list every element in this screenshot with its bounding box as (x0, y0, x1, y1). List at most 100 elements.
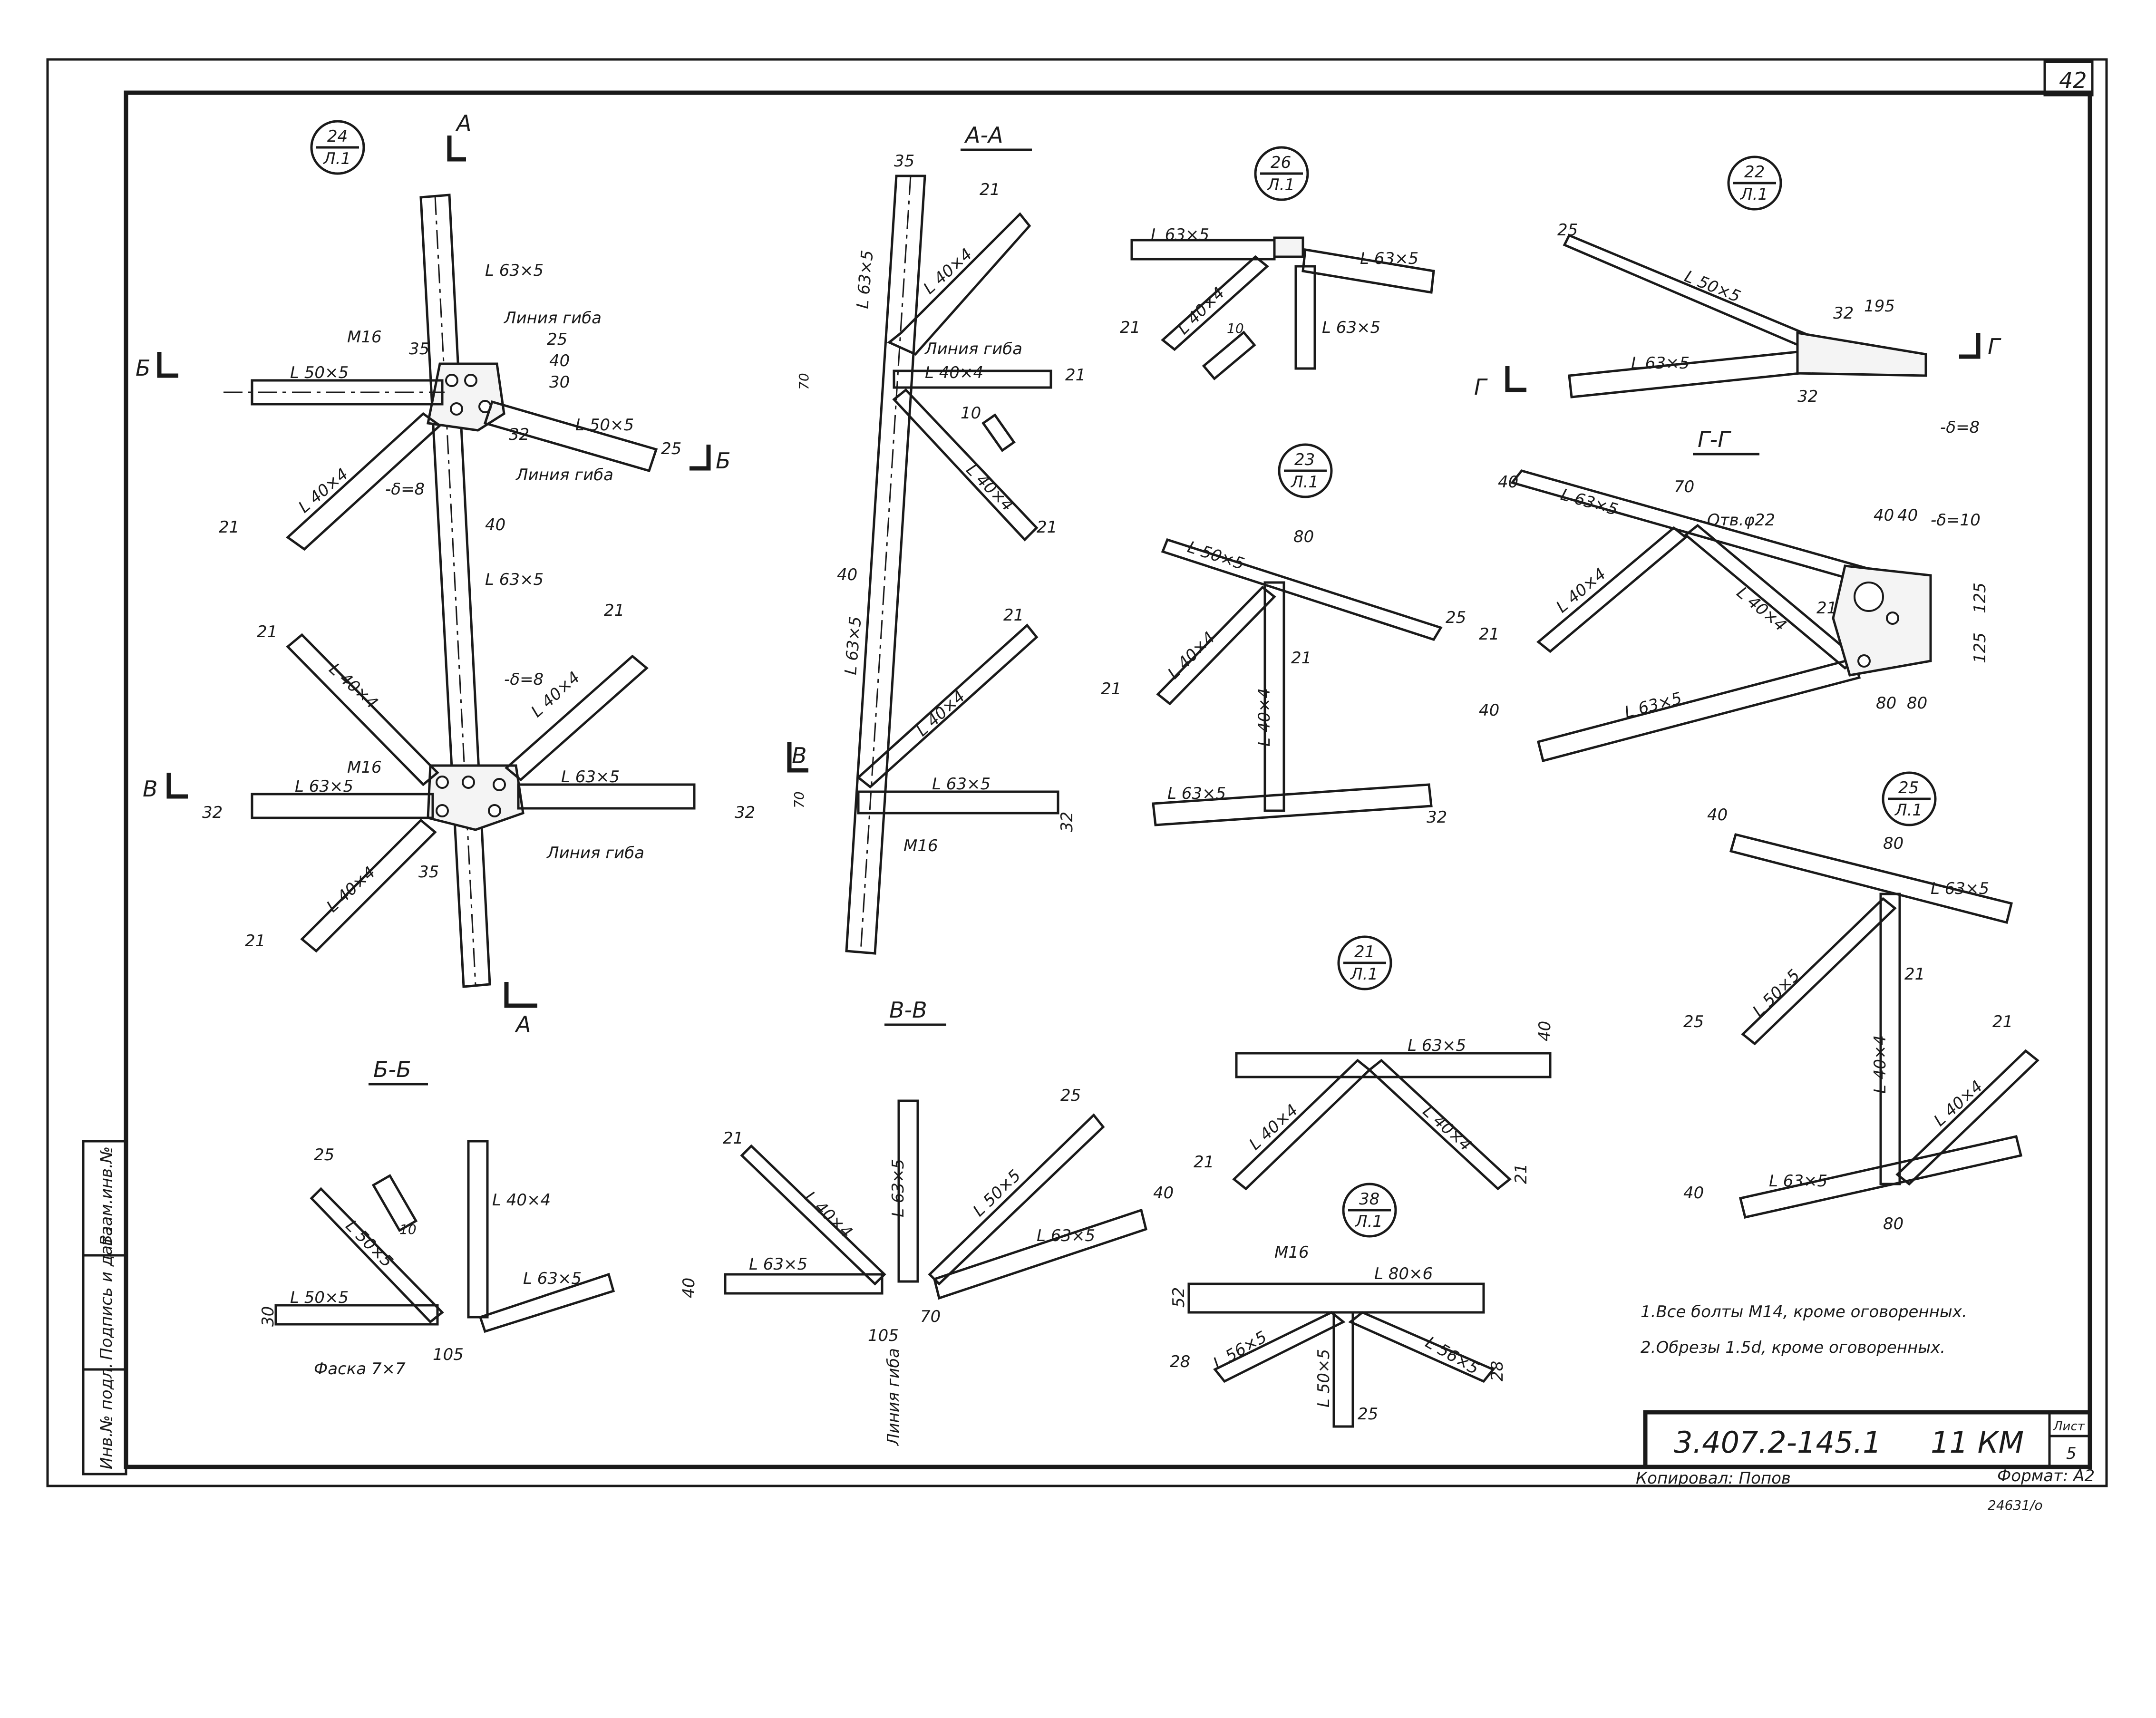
section-aa: А-А L 63×5 L 63×5 35 40 L 40×4 21 Линия … (787, 122, 1086, 955)
node-38-num: 38 (1359, 1190, 1379, 1209)
dim: 21 (257, 622, 277, 641)
dim: 40 (680, 1278, 699, 1298)
label: М16 (347, 328, 382, 347)
dim: 21 (980, 180, 1000, 199)
dim: 40 (485, 515, 505, 534)
sheet-number: 42 (2059, 68, 2087, 93)
section-a-bottom: А (515, 1011, 531, 1037)
dim: 105 (433, 1345, 464, 1364)
label: L 63×5 (841, 616, 865, 676)
label: Линия гиба (503, 309, 602, 328)
label: М16 (347, 758, 382, 777)
label: L 63×5 (295, 777, 353, 796)
label: L 63×5 (1360, 249, 1418, 268)
label: L 63×5 (1322, 318, 1380, 337)
dim: 25 (547, 330, 567, 349)
label: L 40×4 (1419, 1102, 1475, 1155)
node-26: 26 Л.1 L 63×5 L 63×5 L 63×5 L 40×4 21 10 (1120, 146, 1435, 380)
dim: 40 (1897, 506, 1918, 525)
dim: 40 (549, 351, 570, 370)
label: L 50×5 (969, 1166, 1024, 1220)
label: L 40×4 (295, 465, 352, 517)
section-v-left: В (143, 776, 158, 802)
dim: 21 (1065, 366, 1086, 385)
label: L 40×4 (492, 1191, 551, 1210)
label: -δ=10 (1931, 511, 1981, 530)
dim: 70 (920, 1307, 941, 1326)
node-26-sheet: Л.1 (1266, 175, 1295, 194)
dim: 32 (1797, 387, 1818, 406)
label: L 63×5 (485, 261, 544, 280)
node-21-num: 21 (1354, 942, 1375, 961)
node-38-sheet: Л.1 (1354, 1212, 1383, 1231)
label: М16 (903, 836, 938, 855)
label: L 50×5 (290, 363, 349, 382)
label: L 40×4 (1871, 1035, 1890, 1094)
dim: 30 (259, 1306, 278, 1327)
dim: 80 (1883, 834, 1903, 853)
sheet-label: Лист (2053, 1419, 2085, 1434)
label: L 40×4 (962, 460, 1017, 515)
dim: 25 (1060, 1086, 1081, 1105)
dim: 70 (796, 373, 812, 390)
label: L 40×4 (1164, 628, 1219, 683)
dim: 21 (1479, 625, 1499, 644)
dim: 21 (1120, 318, 1140, 337)
dim: 105 (868, 1326, 899, 1345)
dim: 25 (1358, 1405, 1378, 1424)
dim: 25 (314, 1145, 334, 1165)
dim: 40 (1707, 806, 1728, 825)
dim: 25 (1683, 1012, 1704, 1031)
node-25-num: 25 (1898, 778, 1919, 797)
dim: 21 (723, 1129, 743, 1148)
label: Линия гиба (546, 844, 644, 863)
dim: 35 (418, 863, 439, 882)
section-bb: Б-Б L 40×4 L 50×5 25 L 50×5 30 L 63×5 10… (259, 1057, 615, 1378)
node-22: 22 Л.1 L 50×5 25 L 63×5 195 32 32 -δ=8 Г… (1474, 155, 2001, 437)
dim: 21 (1291, 649, 1311, 668)
document-mark: 11 КМ (1931, 1425, 2024, 1460)
dim: 32 (1427, 808, 1447, 827)
label: L 63×5 (1769, 1172, 1827, 1191)
document-code: 3.407.2-145.1 (1674, 1425, 1882, 1460)
node-24-num: 24 (327, 127, 348, 146)
dim: 32 (735, 803, 755, 822)
dim: 35 (894, 152, 914, 171)
node-25: 25 Л.1 L 63×5 40 80 L 40×4 21 L 50×5 25 … (1683, 771, 2039, 1233)
label: Линия гиба (515, 466, 613, 485)
dim: 25 (1557, 221, 1578, 240)
label: L 50×5 (575, 416, 634, 435)
section-b-right: Б (716, 448, 731, 474)
label: L 63×5 (932, 775, 991, 794)
node-24: 24 Л.1 А L 63×5 L 63×5 40 L 50×5 L 50×5 … (136, 110, 755, 1037)
label: L 40×4 (1930, 1077, 1986, 1130)
label: Линия гиба (884, 1348, 903, 1446)
label: L 40×4 (925, 363, 983, 382)
dim: 21 (1003, 606, 1024, 625)
note-1: 1.Все болты М14, кроме оговоренных. (1641, 1302, 1967, 1321)
node-24-sheet: Л.1 (322, 149, 351, 168)
label: L 40×4 (920, 245, 976, 298)
dim: 40 (1498, 473, 1518, 492)
dim: 21 (1101, 679, 1121, 699)
section-aa-title: А-А (964, 122, 1003, 148)
section-v-mid: В (792, 743, 807, 768)
dim: 40 (1479, 701, 1499, 720)
outer-frame (46, 58, 2108, 1487)
dim: 32 (202, 803, 223, 822)
label: L 63×5 (1151, 225, 1209, 244)
dim: 35 (409, 340, 429, 359)
note-2: 2.Обрезы 1.5d, кроме оговоренных. (1641, 1338, 1945, 1357)
dim: 10 (961, 404, 981, 423)
dim: 80 (1876, 694, 1896, 713)
label: Линия гиба (924, 340, 1022, 359)
label: L 63×5 (1037, 1226, 1095, 1245)
label: L 40×4 (1245, 1101, 1301, 1154)
stamp-strip: Инв.№ подл. Подпись и дата Взам.инв.№ (82, 1140, 127, 1475)
dim: 21 (1904, 965, 1925, 984)
dim: 40 (1874, 506, 1894, 525)
copied-by: Копировал: Попов (1636, 1469, 1791, 1488)
label: L 56×5 (1422, 1333, 1483, 1378)
dim: 28 (1170, 1352, 1190, 1371)
dim: 40 (1683, 1184, 1704, 1203)
